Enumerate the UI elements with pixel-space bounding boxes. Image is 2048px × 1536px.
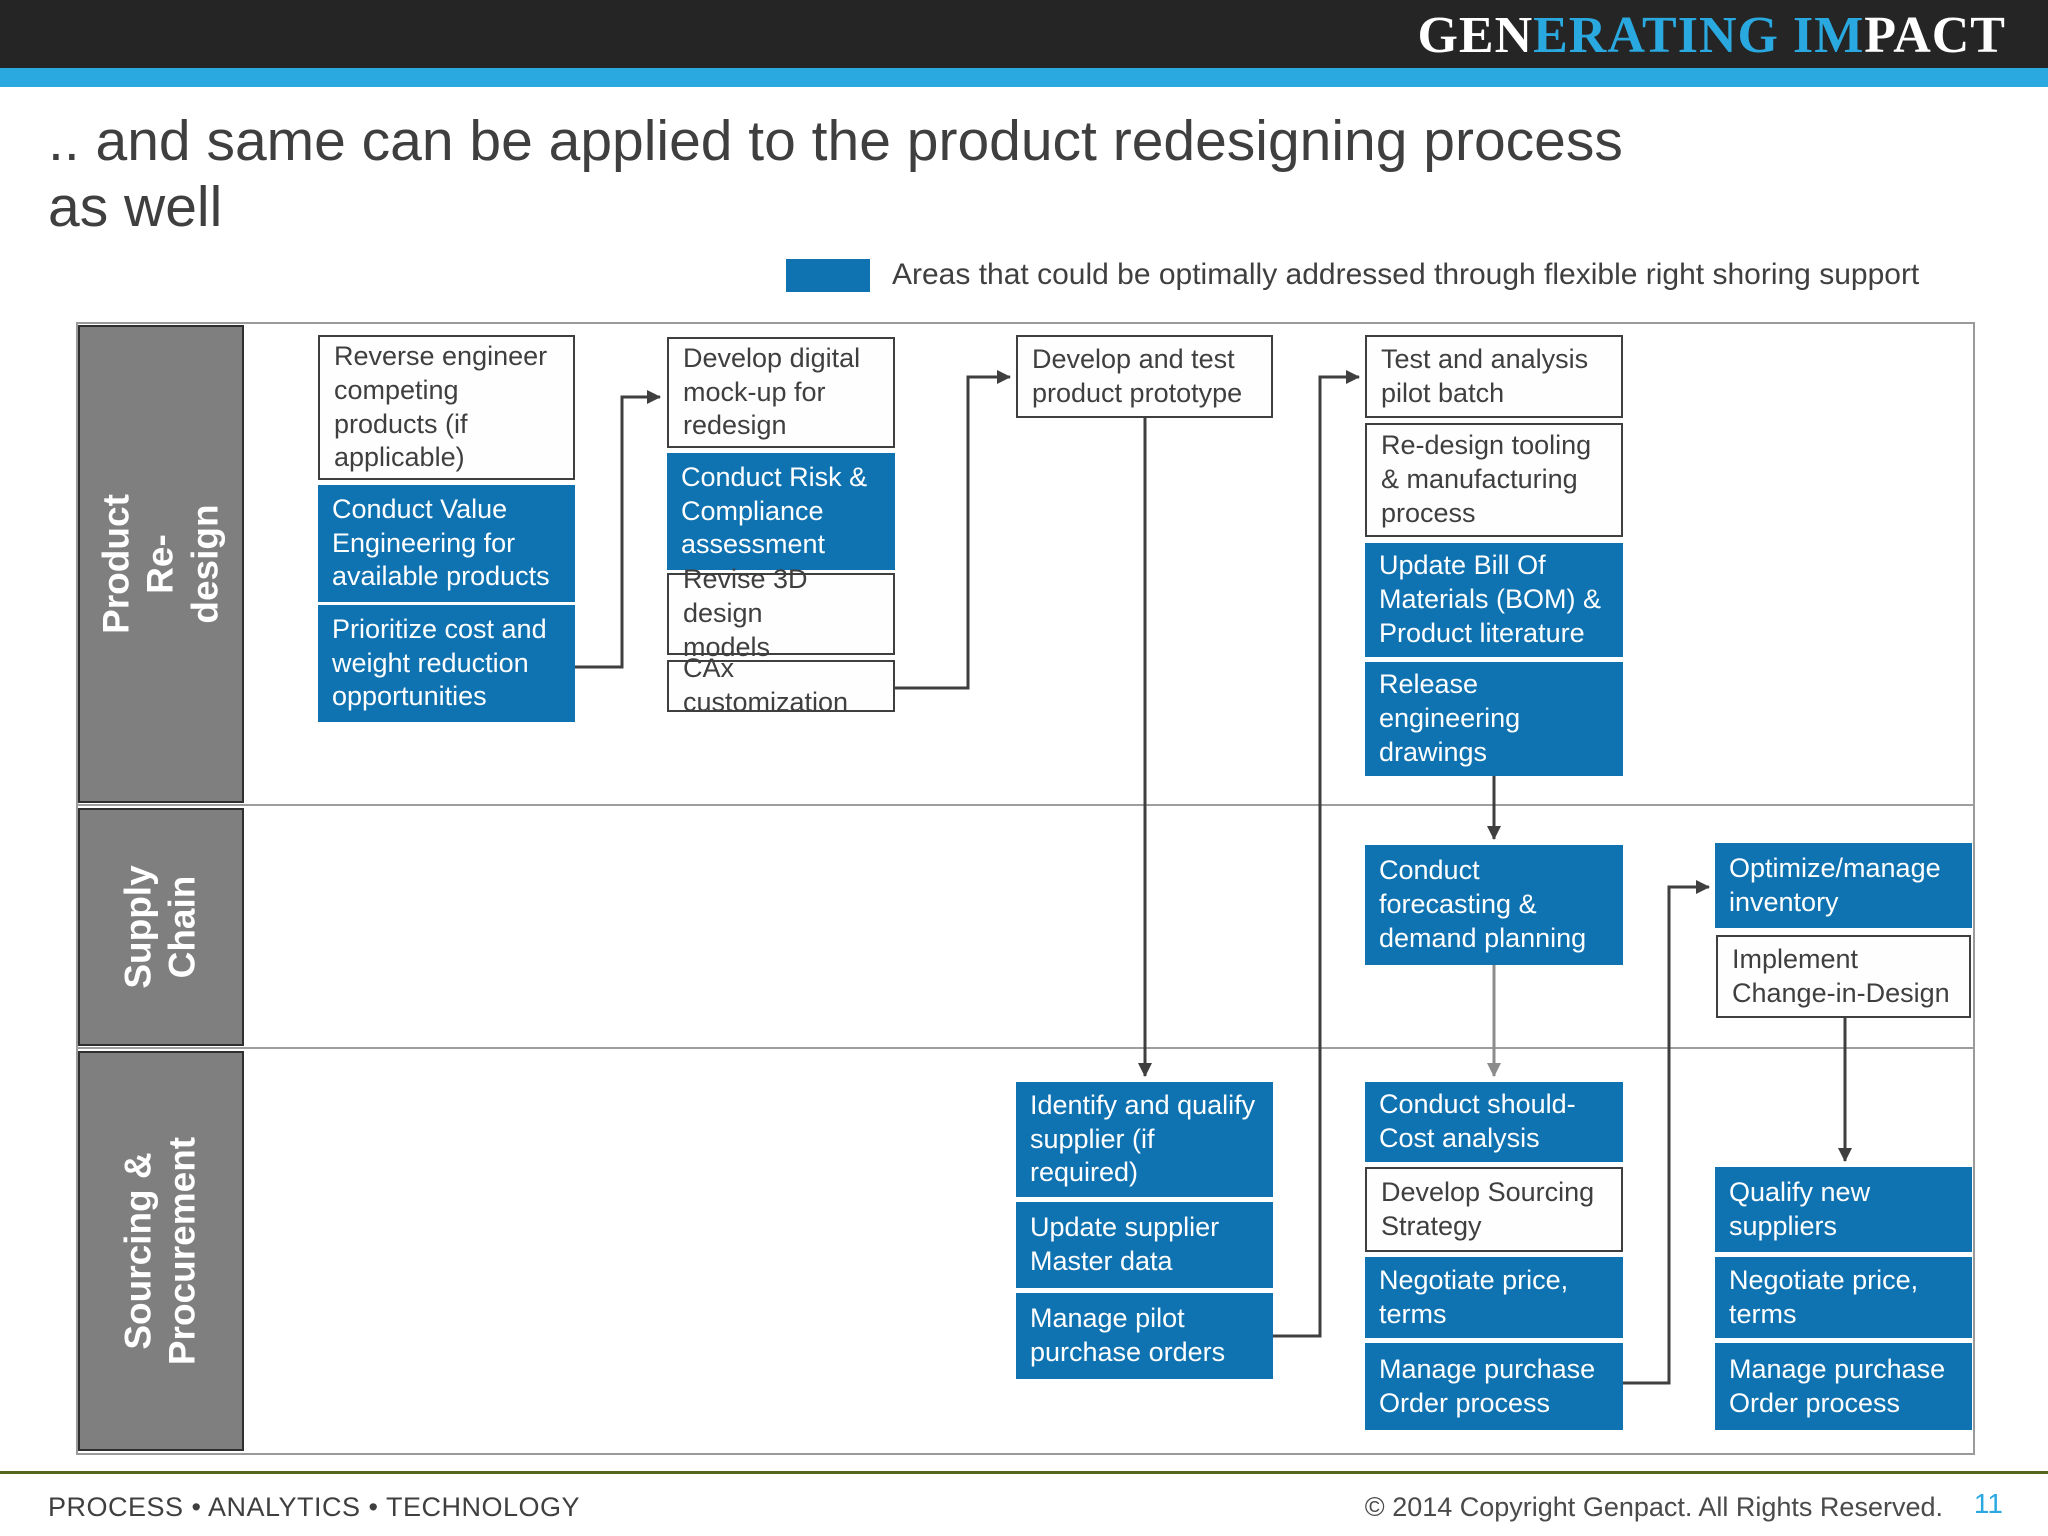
negotiate-price-terms-mid-box: Negotiate price, terms: [1365, 1257, 1623, 1338]
diagram-border: [76, 322, 1975, 1455]
logo-part-2: ERATING IM: [1533, 7, 1865, 64]
conduct-should-cost-label: Conduct should- Cost analysis: [1379, 1089, 1576, 1153]
revise-3d-models-label: Revise 3D design models: [683, 564, 808, 662]
lane-label-text: Product Re-design: [95, 494, 226, 634]
qualify-new-suppliers-box: Qualify new suppliers: [1715, 1167, 1972, 1252]
cax-customization-box: CAx customization: [667, 653, 895, 717]
qualify-new-suppliers-label: Qualify new suppliers: [1729, 1176, 1871, 1241]
lane-label-supply-chain: Supply Chain: [78, 808, 244, 1046]
reverse-engineer-box: Reverse engineer competing products (if …: [318, 335, 575, 480]
optimize-manage-inventory-label: Optimize/manage inventory: [1729, 852, 1941, 917]
negotiate-price-terms-right-label: Negotiate price, terms: [1729, 1264, 1919, 1329]
develop-digital-mockup-label: Develop digital mock-up for redesign: [683, 342, 861, 441]
footer-tagline: PROCESS • ANALYTICS • TECHNOLOGY: [48, 1492, 581, 1522]
conduct-forecasting-label: Conduct forecasting & demand planning: [1379, 855, 1587, 953]
logo-part-3: PACT: [1864, 7, 2006, 64]
develop-sourcing-strategy-label: Develop Sourcing Strategy: [1381, 1176, 1595, 1241]
page-number: 11: [1973, 1488, 2003, 1519]
legend: Areas that could be optimally addressed …: [786, 255, 1919, 295]
develop-test-prototype-label: Develop and test product prototype: [1032, 343, 1243, 408]
identify-qualify-supplier-box: Identify and qualify supplier (if requir…: [1016, 1082, 1273, 1197]
develop-sourcing-strategy-box: Develop Sourcing Strategy: [1365, 1167, 1623, 1252]
logo-part-1: GEN: [1417, 7, 1534, 64]
update-bom-label: Update Bill Of Materials (BOM) & Product…: [1379, 550, 1602, 648]
prioritize-cost-box: Prioritize cost and weight reduction opp…: [318, 605, 575, 722]
release-engineering-drawings-box: Release engineering drawings: [1365, 662, 1623, 776]
manage-pilot-purchase-orders-label: Manage pilot purchase orders: [1030, 1303, 1226, 1367]
identify-qualify-supplier-label: Identify and qualify supplier (if requir…: [1030, 1089, 1256, 1188]
update-supplier-master-box: Update supplier Master data: [1016, 1202, 1273, 1288]
redesign-tooling-label: Re-design tooling & manufacturing proces…: [1381, 430, 1592, 528]
legend-swatch: [786, 258, 870, 292]
optimize-manage-inventory-box: Optimize/manage inventory: [1715, 843, 1972, 928]
manage-purchase-order-mid-box: Manage purchase Order process: [1365, 1343, 1623, 1430]
update-bom-box: Update Bill Of Materials (BOM) & Product…: [1365, 543, 1623, 657]
implement-change-in-design-label: Implement Change-in-Design: [1732, 943, 1950, 1008]
revise-3d-models-box: Revise 3D design models: [667, 564, 895, 662]
lane-divider: [76, 1047, 1975, 1049]
lane-label-product-redesign: Product Re-design: [78, 325, 244, 803]
negotiate-price-terms-right-box: Negotiate price, terms: [1715, 1257, 1972, 1338]
release-engineering-drawings-label: Release engineering drawings: [1379, 669, 1521, 767]
test-analysis-pilot-box: Test and analysis pilot batch: [1365, 335, 1623, 418]
implement-change-in-design-box: Implement Change-in-Design: [1716, 935, 1971, 1018]
reverse-engineer-label: Reverse engineer competing products (if …: [334, 341, 548, 473]
conduct-forecasting-box: Conduct forecasting & demand planning: [1365, 845, 1623, 965]
manage-purchase-order-right-label: Manage purchase Order process: [1729, 1353, 1946, 1418]
genpact-logo: GENERATING IMPACT: [1417, 6, 2006, 65]
slide-title: .. and same can be applied to the produc…: [48, 109, 1623, 240]
lane-label-sourcing-procurement: Sourcing & Procurement: [78, 1051, 244, 1451]
header-bar: [0, 0, 2048, 68]
conduct-value-engineering-label: Conduct Value Engineering for available …: [332, 493, 550, 592]
manage-pilot-purchase-orders-box: Manage pilot purchase orders: [1016, 1293, 1273, 1379]
lane-divider: [76, 804, 1975, 806]
legend-label: Areas that could be optimally addressed …: [892, 258, 1920, 291]
header-accent-strip: [0, 68, 2048, 87]
conduct-should-cost-box: Conduct should- Cost analysis: [1365, 1082, 1623, 1162]
test-analysis-pilot-label: Test and analysis pilot batch: [1381, 343, 1589, 408]
lane-label-text: Supply Chain: [117, 865, 203, 989]
negotiate-price-terms-mid-label: Negotiate price, terms: [1379, 1264, 1569, 1329]
develop-test-prototype-box: Develop and test product prototype: [1016, 335, 1273, 418]
lane-label-text: Sourcing & Procurement: [117, 1136, 203, 1366]
conduct-risk-compliance-label: Conduct Risk & Compliance assessment: [681, 461, 868, 560]
conduct-risk-compliance-box: Conduct Risk & Compliance assessment: [667, 453, 895, 570]
manage-purchase-order-mid-label: Manage purchase Order process: [1379, 1353, 1596, 1418]
manage-purchase-order-right-box: Manage purchase Order process: [1715, 1343, 1972, 1430]
redesign-tooling-box: Re-design tooling & manufacturing proces…: [1365, 423, 1623, 537]
cax-customization-label: CAx customization: [683, 653, 849, 717]
conduct-value-engineering-box: Conduct Value Engineering for available …: [318, 485, 575, 602]
develop-digital-mockup-box: Develop digital mock-up for redesign: [667, 337, 895, 448]
footer-copyright: © 2014 Copyright Genpact. All Rights Res…: [1364, 1492, 1943, 1522]
update-supplier-master-label: Update supplier Master data: [1030, 1212, 1220, 1276]
footer-divider-line: [0, 1471, 2048, 1474]
prioritize-cost-label: Prioritize cost and weight reduction opp…: [332, 613, 547, 712]
